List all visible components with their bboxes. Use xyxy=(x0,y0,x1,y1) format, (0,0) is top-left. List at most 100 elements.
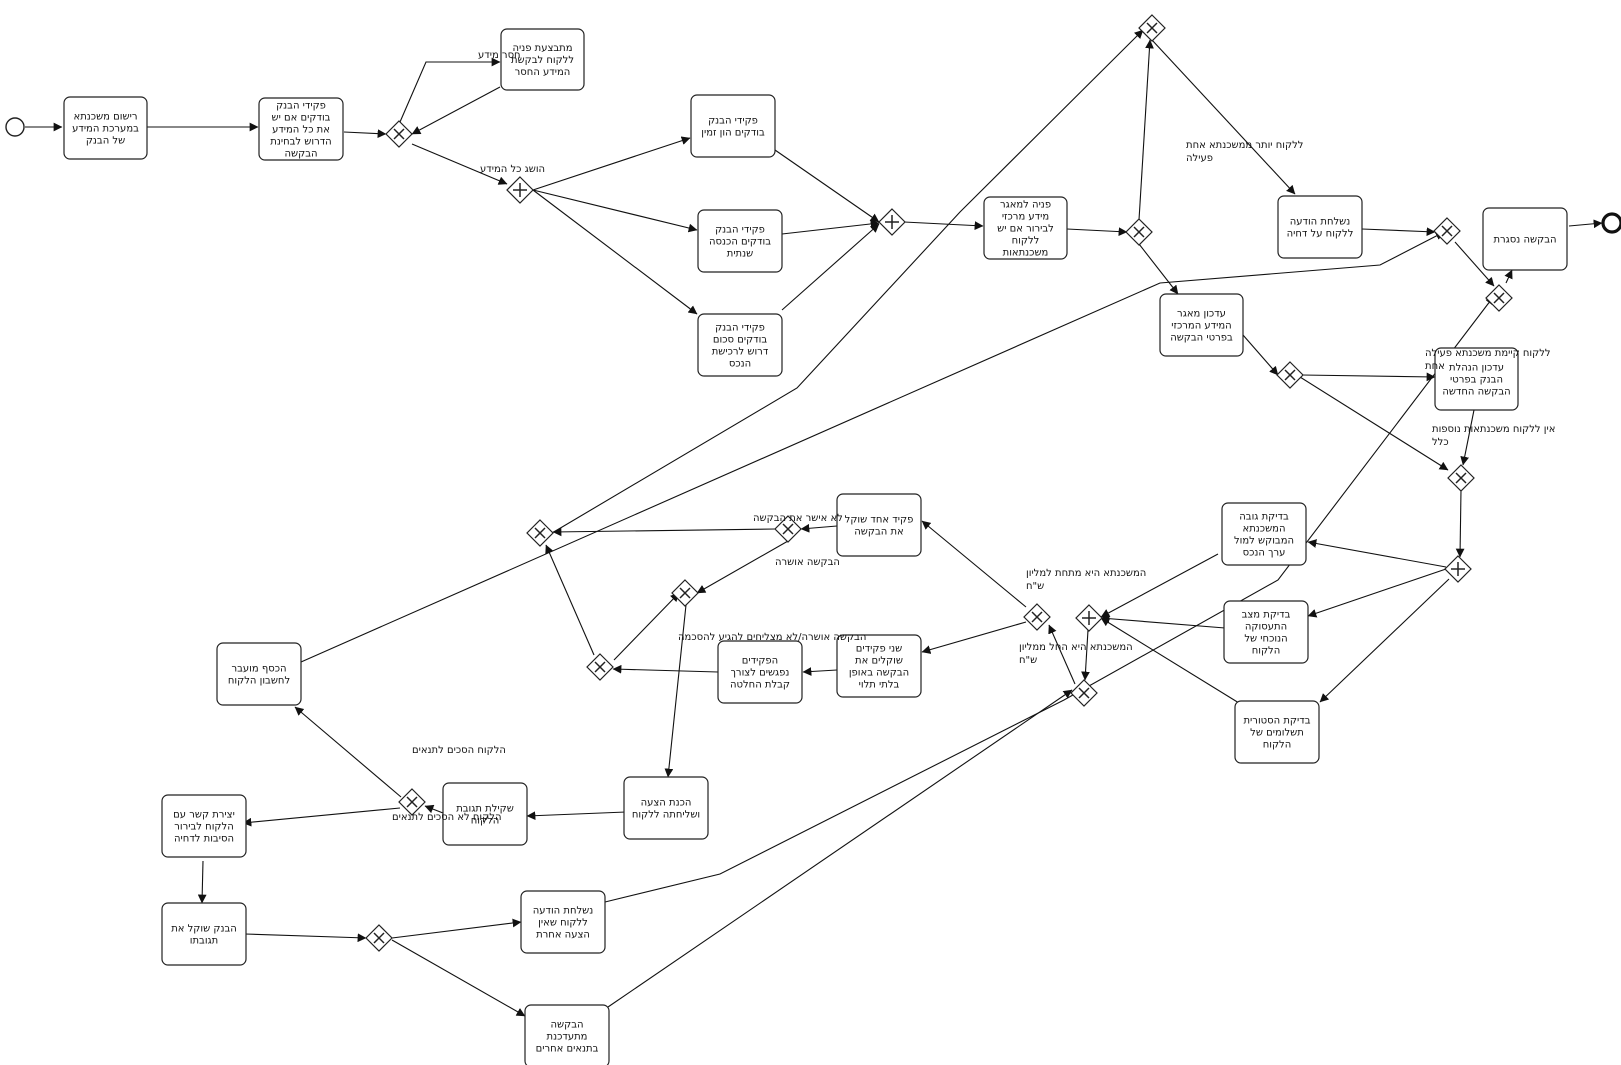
flow-updated-gwm xyxy=(607,689,1073,1008)
flow-par1-income xyxy=(532,189,698,233)
flow-gwm-gwrisk xyxy=(1048,624,1076,685)
task-label-line: התעסוקה xyxy=(1245,622,1287,633)
gw-par-join-1[interactable] xyxy=(878,208,906,236)
task-label-line: הבקשה xyxy=(284,149,317,160)
gw-approved-merge[interactable] xyxy=(671,579,699,607)
flow-gwd-closed xyxy=(1504,269,1513,284)
task-box xyxy=(63,96,148,160)
flow-meet-gwmeet xyxy=(612,664,719,674)
flow-label-line: הלקוח לא הסכים לתנאים xyxy=(392,812,501,823)
task-label-line: הנוכחי של xyxy=(1244,634,1287,645)
flow-par3-ratio xyxy=(1307,539,1447,568)
gateway-x-mark xyxy=(1031,611,1043,623)
task-label-line: הצעה אחרת xyxy=(536,930,590,941)
task-box xyxy=(1159,293,1244,357)
gw-reject-merge-top[interactable] xyxy=(1138,14,1166,42)
gw-par-split-1[interactable] xyxy=(506,176,534,204)
gw-checks-merge[interactable] xyxy=(1447,464,1475,492)
task-label-line: לבירור אם יש xyxy=(997,224,1054,235)
end-event[interactable] xyxy=(1601,212,1621,234)
flow-gw4-updbank xyxy=(1301,372,1436,382)
task-box xyxy=(1221,502,1307,566)
flow-gw4-gw5 xyxy=(1299,376,1449,471)
flow-gwmeet-gwok xyxy=(613,592,680,661)
flow-label-meetresult: הבקשה אושרה/לא מצליחים להגיע להסכמה xyxy=(678,632,866,643)
task-label-line: שוקלים את xyxy=(855,656,903,667)
task-box xyxy=(161,902,247,966)
gw-clerk-decision[interactable] xyxy=(774,515,802,543)
gw-info-check[interactable] xyxy=(385,120,413,148)
flow-label-line: המשכנתא היא החל ממליון xyxy=(1019,642,1133,653)
task-box xyxy=(836,634,922,698)
flow-gwdec-gwok xyxy=(696,540,789,594)
flow-par1-amount xyxy=(532,189,698,315)
task-closed[interactable]: הבקשה נסגרת xyxy=(1482,207,1568,271)
flow-checkinfo-gw1 xyxy=(343,129,387,138)
gw-par-split-2[interactable] xyxy=(1444,555,1472,583)
gateway-x-mark xyxy=(1284,369,1296,381)
gw-bank-response[interactable] xyxy=(365,924,393,952)
task-label-line: בדיקת הסטורית xyxy=(1243,716,1310,727)
start-event[interactable] xyxy=(5,117,25,137)
flow-oneclerk-gwdec xyxy=(800,523,838,533)
task-box xyxy=(983,196,1068,260)
flow-gw1-request xyxy=(399,57,501,123)
task-box xyxy=(1434,347,1519,411)
flow-gw5-par3 xyxy=(1455,489,1465,558)
flow-amount-par2 xyxy=(781,223,880,311)
gw-recheck-merge[interactable] xyxy=(1070,679,1098,707)
gw-customer-response[interactable] xyxy=(398,788,426,816)
task-box xyxy=(520,890,606,954)
task-label-line: רישום משכנתא xyxy=(74,112,138,123)
gw-close-merge[interactable] xyxy=(1433,217,1461,245)
gw-close-merge-2[interactable] xyxy=(1485,284,1513,312)
gw-one-active[interactable] xyxy=(1276,361,1304,389)
task-label-line: את כל המידע xyxy=(272,125,330,136)
task-box xyxy=(836,493,922,557)
task-label-line: יצירת קשר עם xyxy=(173,810,235,821)
task-label-line: הנכס xyxy=(729,359,751,370)
task-label-line: שנתית xyxy=(727,249,753,260)
flow-label-agrees: הלקוח הסכים לתנאים xyxy=(412,745,506,756)
gw-meeting-result[interactable] xyxy=(586,653,614,681)
task-label-line: במערכת המידע xyxy=(72,124,139,135)
flow-label-line: הושג כל המידע xyxy=(480,164,545,175)
task-label-line: המבוקש למול xyxy=(1234,536,1294,547)
task-label-line: הדרוש לבחינת xyxy=(270,137,331,148)
gw-reject-merge[interactable] xyxy=(526,519,554,547)
gw-amount-threshold[interactable] xyxy=(1023,603,1051,631)
task-label-line: פקידי הבנק xyxy=(276,101,326,112)
task-label-line: תגובתו xyxy=(190,936,219,947)
flow-gwcust-transfer xyxy=(294,706,402,798)
gw-par-join-2[interactable] xyxy=(1075,604,1103,632)
flow-gwrisk-oneclerk xyxy=(921,520,1027,608)
flow-label-line: אחת xyxy=(1425,361,1445,372)
task-label-line: הלקוח xyxy=(1263,740,1292,751)
gw-existing-mortgages[interactable] xyxy=(1125,218,1153,246)
